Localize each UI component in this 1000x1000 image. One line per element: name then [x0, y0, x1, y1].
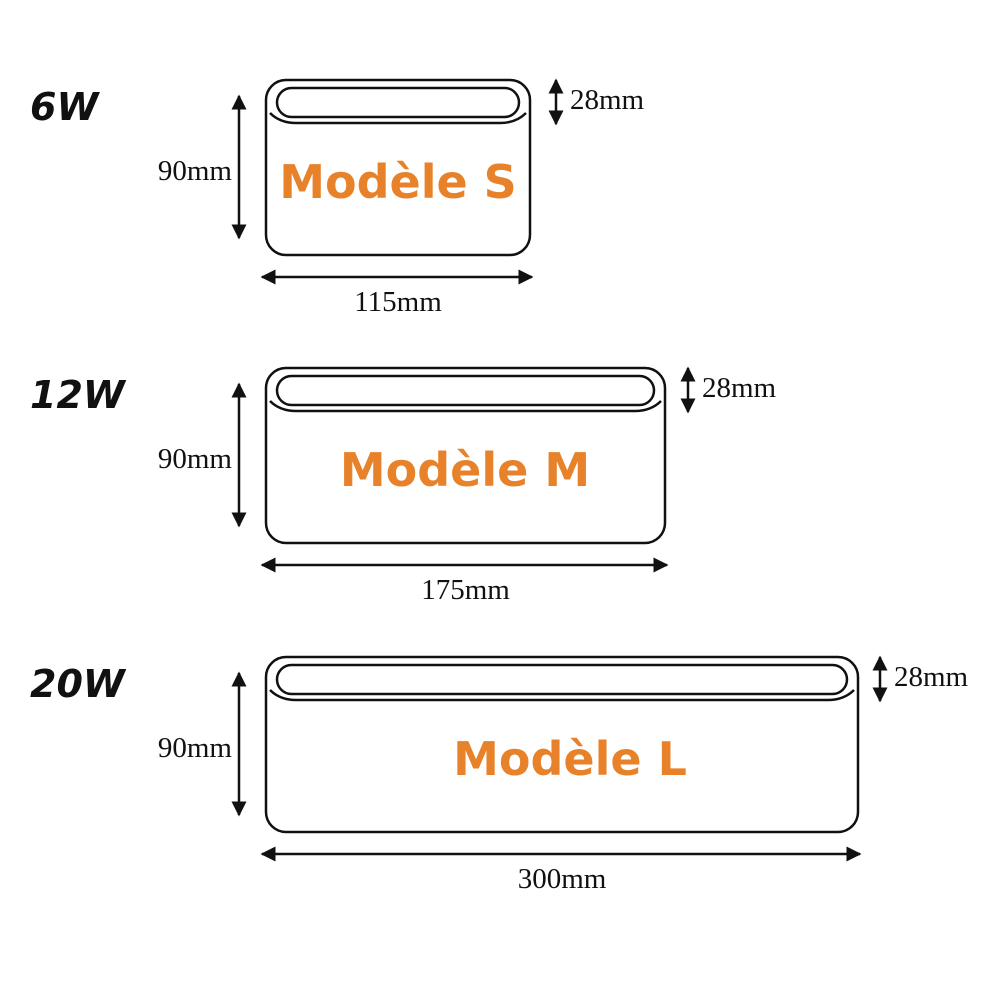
lamp-body [264, 655, 860, 834]
depth-label: 28mm [894, 661, 969, 693]
lamp-top-band [269, 400, 662, 413]
power-label: 12W [30, 373, 127, 417]
lamp-top-band [269, 689, 855, 702]
lamp-body [264, 78, 532, 257]
model-s: 6W Modèle S 90mm 115mm 28mm [30, 78, 645, 318]
height-label: 90mm [158, 155, 233, 187]
depth-label: 28mm [570, 84, 645, 116]
lamp-body [264, 366, 667, 545]
power-label: 6W [30, 85, 100, 129]
model-m: 12W Modèle M 90mm 175mm 28mm [30, 366, 777, 606]
height-label: 90mm [158, 443, 233, 475]
lamp-light-slot [275, 86, 521, 119]
model-name: Modèle L [453, 732, 687, 786]
model-name: Modèle M [340, 443, 590, 497]
width-label: 300mm [518, 863, 607, 895]
model-l: 20W Modèle L 90mm 300mm 28mm [30, 655, 969, 895]
depth-label: 28mm [702, 372, 777, 404]
lamp-top-band [269, 112, 527, 125]
power-label: 20W [30, 662, 127, 706]
height-label: 90mm [158, 732, 233, 764]
width-label: 175mm [421, 574, 510, 606]
lamp-light-slot [275, 374, 656, 407]
model-name: Modèle S [279, 155, 517, 209]
lamp-light-slot [275, 663, 849, 696]
width-label: 115mm [354, 286, 442, 318]
